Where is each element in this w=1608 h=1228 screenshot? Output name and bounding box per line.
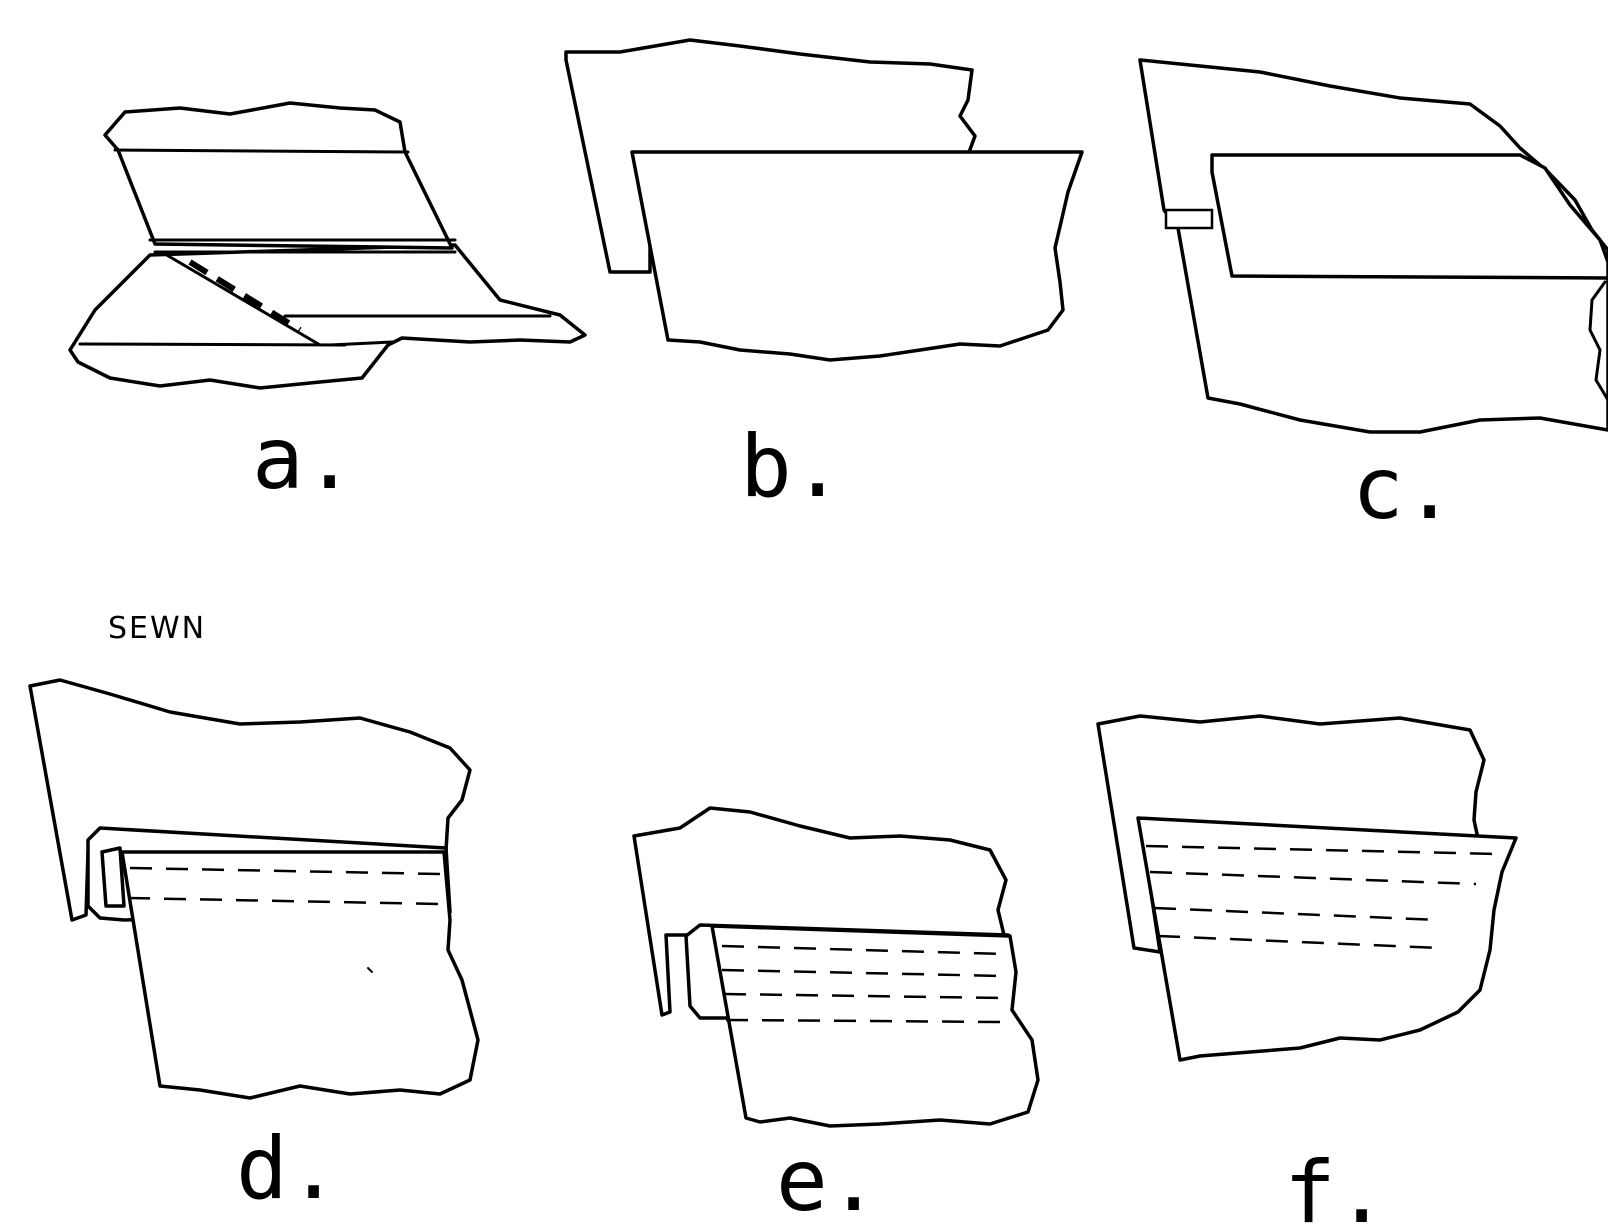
panel-e-back-fabric (632, 806, 1008, 1017)
panel-d-stitch-row-2 (127, 896, 441, 906)
panel-c-drawing (1138, 58, 1608, 434)
panel-d-fold-inner (100, 846, 126, 908)
panel-a-drawing (68, 101, 587, 390)
panel-c-gap (1164, 208, 1214, 230)
panel-e-drawing (632, 806, 1040, 1128)
panel-d-stitch-row-1 (129, 866, 441, 876)
panel-e-label: e. (776, 1131, 880, 1228)
panel-c-label: c. (1352, 439, 1456, 539)
panel-e-front-fabric (710, 924, 1040, 1128)
panel-b-front-fabric (630, 150, 1084, 362)
panel-e-stitch-row-4 (725, 1018, 1005, 1024)
panel-b-label: b. (740, 417, 844, 517)
panel-f-stitch-row-1 (1145, 844, 1499, 856)
panel-f-drawing (1096, 714, 1518, 1062)
panel-f-label: f. (1284, 1143, 1388, 1228)
panel-f-stitch-row-4 (1157, 934, 1441, 950)
panel-d-label: d. (236, 1119, 340, 1219)
panel-b-drawing (564, 38, 1084, 362)
sewn-annotation: SEWN (108, 611, 206, 646)
panel-a-label: a. (252, 409, 356, 509)
panel-c-front-strip (1210, 153, 1608, 280)
panel-e-stitch-row-3 (723, 992, 1005, 1000)
panel-f-stitch-row-3 (1153, 906, 1441, 922)
panel-f-stitch-row-2 (1149, 870, 1477, 886)
panel-d-front-fabric (120, 850, 480, 1100)
panel-a-upper-fabric (103, 101, 454, 250)
panel-e-stitch-row-1 (721, 944, 1005, 956)
panel-a-fold-stitch (188, 259, 302, 333)
panel-e-stitch-row-2 (721, 968, 1005, 978)
panel-f-front-fabric (1136, 816, 1518, 1062)
panel-d-drawing (28, 678, 480, 1100)
